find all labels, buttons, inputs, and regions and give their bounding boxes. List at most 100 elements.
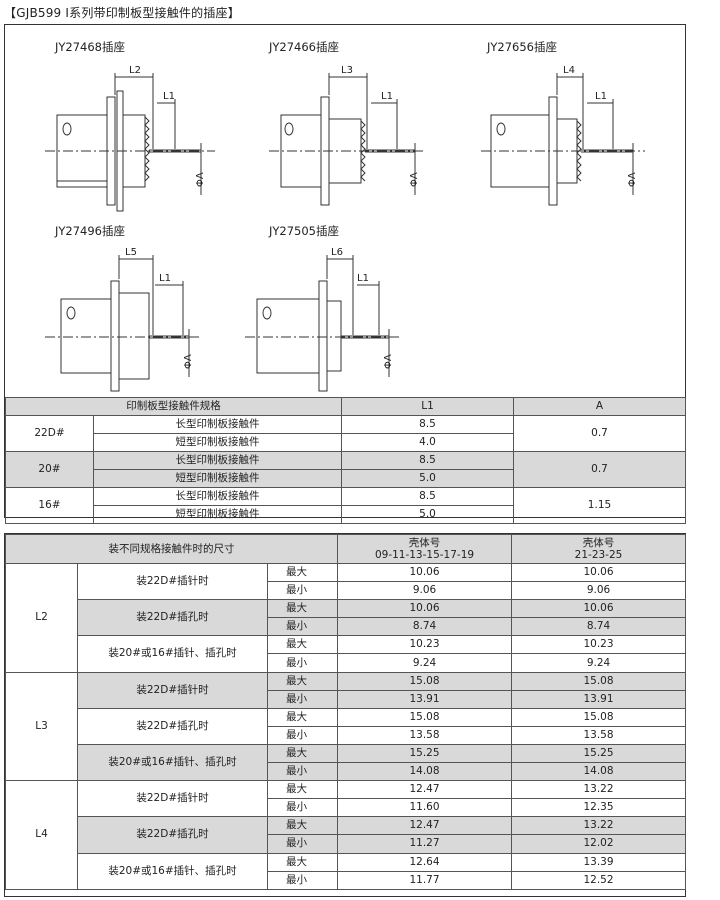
dim-limit-label: 最小 [266,870,339,890]
dim-limit-label: 最小 [266,834,339,854]
dim-value: 12.52 [511,870,687,890]
connector-drawings-svg: L2 L1 ΦA L3 L1 ΦA L4 L1 ΦA L5 L1 ΦA L6 L… [45,65,645,392]
spec-size: 22D# [5,415,94,452]
spec-header-type: 印制板型接触件规格 [5,397,342,416]
dim-header-col2-line2: 21-23-25 [574,549,623,561]
dim-value: 12.64 [337,852,513,872]
drawing-label-jy27505: JY27505插座 [269,224,339,238]
dim-value: 9.24 [511,653,687,673]
spec-table: 印制板型接触件规格 L1 A 22D# 长型印制板接触件 8.5 0.7 短型印… [5,397,686,524]
dim-limit-label: 最大 [266,599,339,619]
dim-value: 10.23 [511,635,687,655]
drawing-jy27468 [45,73,215,212]
dim-condition: 装22D#插针时 [77,562,268,601]
dim-limit-label: 最小 [266,689,339,709]
spec-a: 0.7 [513,415,686,452]
spec-l1: 4.0 [341,433,514,452]
dim-value: 13.39 [511,852,687,872]
dim-label: L1 [595,91,607,102]
dim-value: 13.91 [511,689,687,709]
spec-l1: 8.5 [341,415,514,434]
drawing-label-jy27656: JY27656插座 [487,40,557,54]
dim-value: 10.23 [337,635,513,655]
dim-value: 12.47 [337,816,513,836]
dim-condition: 装20#或16#插针、插孔时 [77,635,268,673]
dim-label: ΦA [627,172,638,187]
dim-group-label: L3 [5,671,78,782]
drawings-and-spec-panel: JY27468插座 JY27466插座 JY27656插座 JY27496插座 … [4,24,686,524]
dim-header-main: 装不同规格接触件时的尺寸 [4,534,339,564]
dim-label: L1 [159,273,171,284]
spec-l1: 5.0 [341,505,514,524]
spec-l1: 8.5 [341,451,514,470]
spec-type: 短型印制板接触件 [93,433,342,452]
dim-value: 12.02 [511,834,687,854]
dim-value: 15.08 [511,707,687,727]
dim-label: ΦA [383,354,394,369]
drawing-label-jy27496: JY27496插座 [55,224,125,238]
dim-value: 14.08 [511,762,687,782]
dim-label: L1 [163,91,175,102]
spec-type: 长型印制板接触件 [93,487,342,506]
dim-header-col1-line1: 壳体号 [408,537,441,549]
dim-group-label: L2 [5,563,78,673]
dim-limit-label: 最大 [266,562,339,583]
dim-value: 11.27 [337,834,513,854]
dim-label: L4 [563,65,575,76]
dim-value: 10.06 [511,599,687,619]
dim-value: 15.08 [511,671,687,691]
spec-header-l1: L1 [341,397,514,416]
spec-a: 0.7 [513,451,686,488]
dim-value: 15.08 [337,707,513,727]
spec-a: 1.15 [513,487,686,524]
dim-value: 9.06 [337,581,513,601]
dim-label: L1 [357,273,369,284]
dim-value: 11.60 [337,798,513,818]
dim-value: 8.74 [337,617,513,637]
drawing-jy27505 [245,255,401,392]
spec-type: 短型印制板接触件 [93,505,342,524]
dim-limit-label: 最小 [266,581,339,601]
spec-type: 短型印制板接触件 [93,469,342,488]
dim-value: 13.22 [511,780,687,800]
dim-value: 9.24 [337,653,513,673]
dim-limit-label: 最大 [266,707,339,727]
dim-label: L1 [381,91,393,102]
dim-label: L2 [129,65,141,76]
dim-limit-label: 最大 [266,816,339,836]
dim-value: 8.74 [511,617,687,637]
dim-label: ΦA [183,354,194,369]
spec-l1: 8.5 [341,487,514,506]
dim-condition: 装22D#插针时 [77,671,268,709]
drawing-jy27496 [45,255,201,392]
dim-limit-label: 最大 [266,780,339,800]
dim-limit-label: 最小 [266,725,339,745]
dim-value: 10.06 [511,562,687,583]
dim-value: 14.08 [337,762,513,782]
dim-label: ΦA [409,172,420,187]
dim-condition: 装22D#插孔时 [77,707,268,745]
page-title: 【GJB599 Ⅰ系列带印制板型接触件的插座】 [4,6,240,20]
dim-label: L5 [125,247,137,258]
dim-value: 11.77 [337,870,513,890]
spec-type: 长型印制板接触件 [93,451,342,470]
dim-label: L6 [331,247,343,258]
dim-limit-label: 最大 [266,671,339,691]
dim-value: 13.58 [511,725,687,745]
spec-size: 16# [5,487,94,524]
spec-header-a: A [513,397,686,416]
